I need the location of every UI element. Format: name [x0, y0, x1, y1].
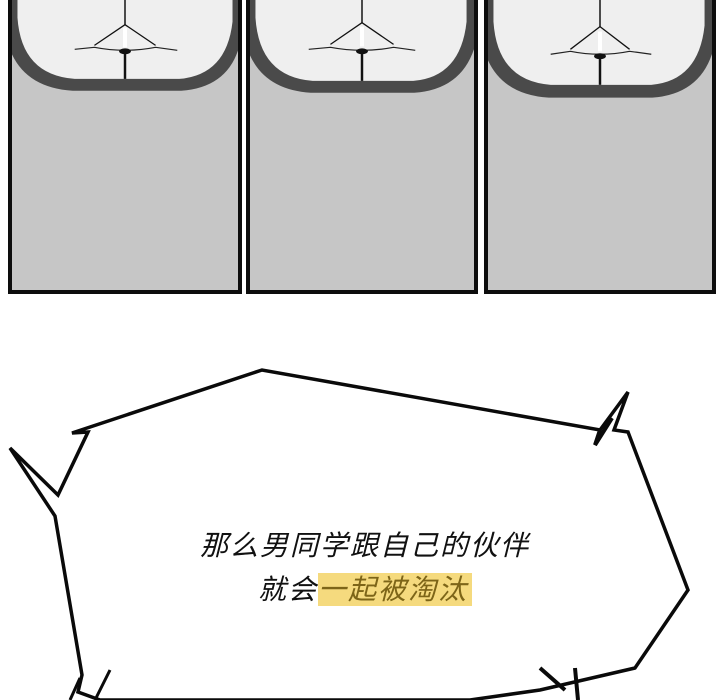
face-chin-illustration: [12, 0, 238, 91]
comic-panel-3: [484, 0, 716, 294]
speech-bubble-text: 那么男同学跟自己的伙伴 就会一起被淘汰: [170, 524, 560, 612]
dialogue-line-2-plain: 就会: [257, 573, 318, 606]
comic-panel-2: [246, 0, 478, 294]
speech-bubble: [8, 368, 690, 700]
face-chin-illustration: [488, 0, 712, 98]
comic-panel-1: [8, 0, 242, 294]
dialogue-highlight: 一起被淘汰: [318, 573, 473, 606]
dialogue-line-1: 那么男同学跟自己的伙伴: [199, 529, 530, 562]
dialogue-line-2: 就会一起被淘汰: [170, 568, 560, 612]
face-chin-illustration: [250, 0, 474, 93]
